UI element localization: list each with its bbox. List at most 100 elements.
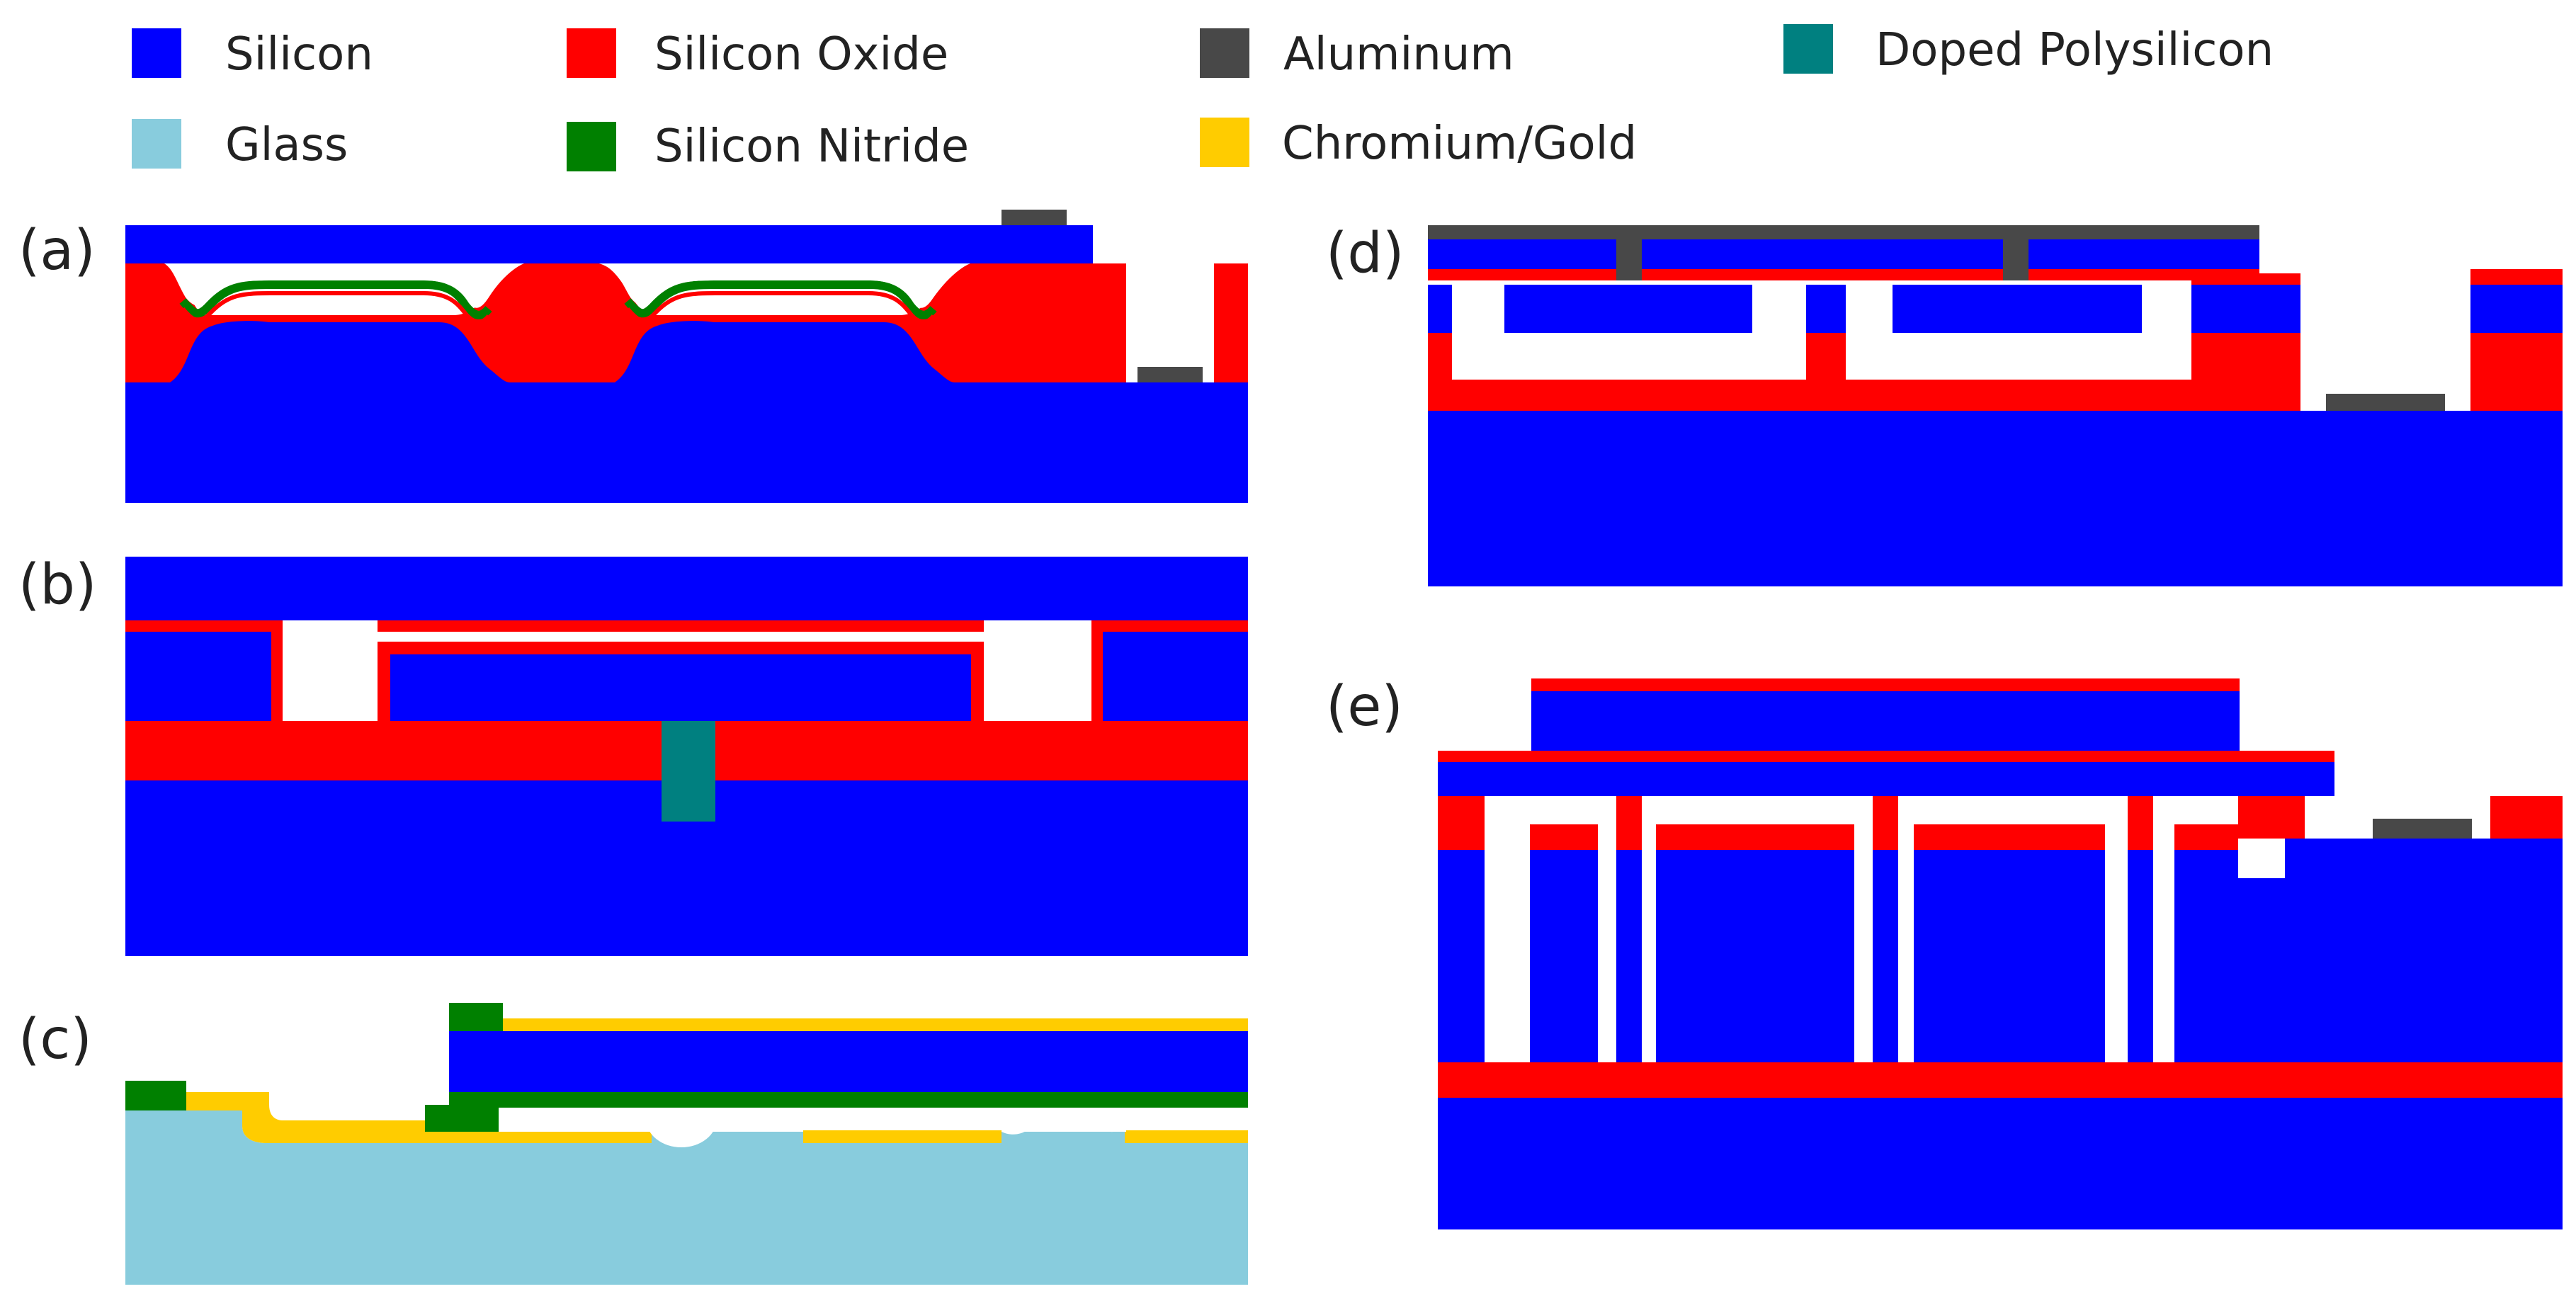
- legend: Silicon Silicon Oxide Aluminum Doped Pol…: [132, 24, 2274, 173]
- oxide-sidewall-left: [271, 632, 283, 721]
- nitride-pad-mid: [425, 1105, 499, 1132]
- trench-5: [1898, 796, 1914, 1062]
- legend-swatch-chromium-gold: [1200, 118, 1249, 167]
- panel-a: (a): [18, 210, 1248, 503]
- layer-silicon-substrate: [1438, 1098, 2563, 1229]
- silicon-post: [2470, 285, 2563, 333]
- legend-swatch-aluminum: [1200, 28, 1249, 78]
- polysilicon-via: [662, 721, 715, 822]
- oxide-device-top-7: [2174, 824, 2238, 850]
- dimple-3: [1002, 1108, 1037, 1135]
- panel-d: (d): [1326, 222, 2563, 586]
- gold-electrode-recess: [186, 1092, 439, 1143]
- cavity-left: [283, 620, 378, 721]
- notch: [2238, 839, 2285, 878]
- aluminum-pad: [2373, 819, 2472, 839]
- silicon-mass-1: [1504, 285, 1752, 333]
- legend-label-aluminum: Aluminum: [1283, 28, 1514, 81]
- aluminum-pad-bottom: [1137, 367, 1203, 382]
- oxide-liner-right: [625, 291, 936, 324]
- cavity-right: [599, 263, 970, 308]
- legend-item-silicon-nitride: Silicon Nitride: [567, 120, 969, 173]
- cavity-left: [164, 263, 524, 308]
- oxide-device-top-4: [1873, 796, 1898, 850]
- oxide-thin-cap: [1531, 678, 2240, 691]
- oxide-liner-left: [181, 291, 491, 324]
- oxide-post-cap: [2470, 269, 2563, 285]
- trench-gap: [1126, 263, 1214, 382]
- panel-label-e: (e): [1326, 675, 1403, 739]
- gold-trace-3b: [1126, 1130, 1248, 1143]
- layer-top-silicon-wide: [1438, 762, 2334, 796]
- silicon-anchor-mid: [1806, 285, 1846, 333]
- trench-1: [1485, 796, 1530, 1062]
- oxide-device-top-2: [1616, 796, 1642, 850]
- layer-buried-oxide: [1438, 1062, 2563, 1098]
- legend-item-doped-polysilicon: Doped Polysilicon: [1783, 24, 2274, 76]
- legend-swatch-glass: [132, 119, 181, 169]
- legend-item-chromium-gold: Chromium/Gold: [1200, 118, 1637, 170]
- trench-5b: [1914, 796, 2128, 824]
- trench-1b: [1530, 796, 1598, 824]
- legend-label-silicon: Silicon: [225, 28, 373, 81]
- oxide-device-top-1: [1530, 824, 1598, 850]
- silicon-anchor-left: [1428, 285, 1452, 333]
- legend-item-silicon-oxide: Silicon Oxide: [567, 28, 948, 81]
- gold-trace-2b: [803, 1130, 1002, 1143]
- oxide-device-top-6: [2128, 796, 2153, 850]
- aluminum-via-2: [2003, 239, 2029, 280]
- nitride-pad-top: [449, 1003, 503, 1031]
- silicon-mass-2: [1893, 285, 2142, 333]
- panel-c: (c): [18, 1003, 1248, 1285]
- layer-buried-oxide: [1428, 380, 2300, 411]
- layer-silicon-substrate: [125, 382, 1248, 503]
- silicon-block-right: [1103, 632, 1248, 721]
- oxide-sidewall-right: [1091, 632, 1103, 721]
- trench-2: [1598, 796, 1616, 1062]
- aluminum-via-1: [1616, 239, 1642, 280]
- layer-top-silicon: [125, 557, 1248, 620]
- aluminum-pad-top: [1002, 210, 1067, 225]
- legend-swatch-silicon-oxide: [567, 28, 616, 78]
- dimple-2: [768, 1108, 824, 1132]
- trench-7b: [2174, 796, 2238, 824]
- oxide-thin-wide: [1438, 751, 2334, 762]
- silicon-mesa-left: [170, 321, 510, 382]
- layer-oxide-top-thin: [125, 620, 1248, 632]
- legend-label-chromium-gold: Chromium/Gold: [1282, 118, 1637, 170]
- trench-7: [2153, 796, 2174, 1062]
- silicon-block-left: [125, 632, 271, 721]
- nitride-pad-left: [125, 1081, 186, 1110]
- legend-item-aluminum: Aluminum: [1200, 28, 1514, 81]
- panel-label-c: (c): [18, 1008, 92, 1072]
- trench-4: [1854, 796, 1873, 1062]
- oxide-device-top-right: [2238, 796, 2305, 839]
- cavity-gap: [499, 1108, 1248, 1132]
- legend-item-glass: Glass: [132, 119, 348, 171]
- silicon-anchor-right: [2191, 285, 2300, 333]
- panel-label-b: (b): [18, 553, 96, 617]
- silicon-proof-mass: [390, 654, 971, 721]
- panel-e: (e): [1326, 675, 2563, 1229]
- layer-glass-substrate: [125, 1110, 1248, 1285]
- silicon-mesa-right: [615, 321, 955, 382]
- nitride-bottom-film: [449, 1092, 1248, 1108]
- panel-label-a: (a): [18, 219, 96, 283]
- legend-swatch-silicon-nitride: [567, 122, 616, 171]
- nitride-layer-left: [179, 280, 492, 319]
- dimple-1: [646, 1108, 717, 1147]
- gold-top-film: [449, 1018, 1248, 1031]
- silicon-device-layer: [1438, 839, 2563, 1062]
- oxide-thin-cap: [1428, 269, 2259, 280]
- cavity-right: [984, 620, 1091, 721]
- aluminum-pad: [2326, 394, 2445, 411]
- nitride-layer-right: [624, 280, 937, 319]
- oxide-device-top-3: [1656, 824, 1854, 850]
- legend-item-silicon: Silicon: [132, 28, 373, 81]
- oxide-anchor-left: [1428, 333, 1452, 380]
- layer-top-silicon: [1428, 239, 2259, 269]
- oxide-anchor-right: [2191, 333, 2300, 411]
- layer-silicon-wafer: [449, 1031, 1248, 1092]
- gold-trace-1b: [439, 1132, 646, 1143]
